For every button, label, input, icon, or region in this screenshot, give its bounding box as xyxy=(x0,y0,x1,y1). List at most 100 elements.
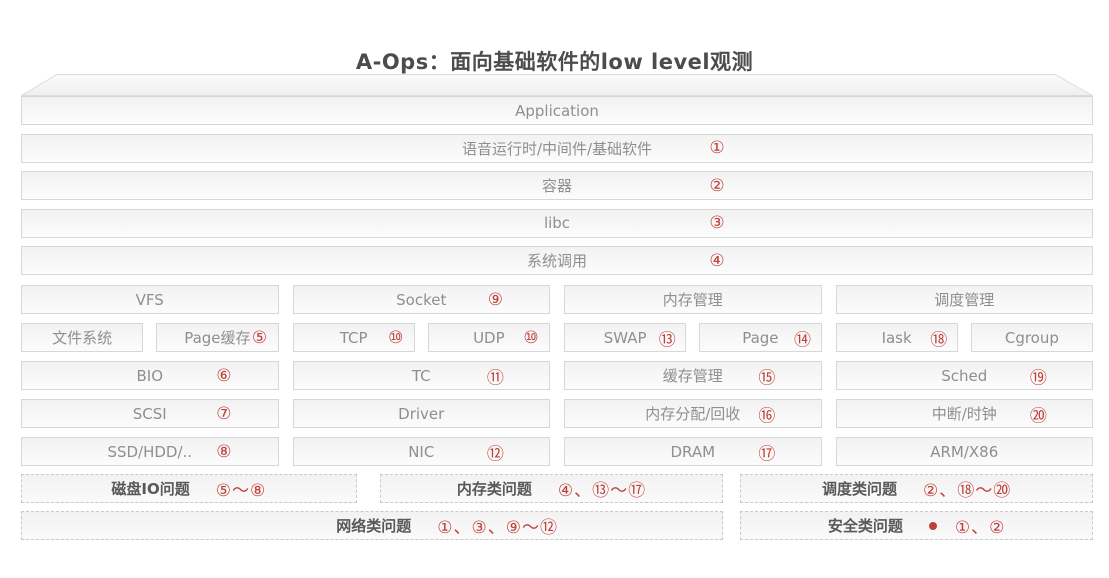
circled-num: ③ xyxy=(709,213,725,233)
cell-cache-mgmt: 缓存管理 ⑮ xyxy=(564,361,822,390)
cell-interrupt-clock: 中断/时钟 ⑳ xyxy=(835,399,1093,428)
cell-cgroup: Cgroup xyxy=(970,323,1093,352)
layer-syscall: 系统调用 ④ xyxy=(21,246,1093,275)
cell-label: ARM/X86 xyxy=(930,442,999,461)
cell-socket: Socket ⑨ xyxy=(292,285,550,314)
circled-num: ⑰ xyxy=(758,444,776,464)
cell-scsi: SCSI ⑦ xyxy=(21,399,279,428)
layer-application: Application xyxy=(21,96,1093,125)
cell-label: SCSI xyxy=(132,404,167,423)
subsystem-grid: VFS Socket ⑨ 内存管理 调度管理 文件系统 Page缓存 ⑤ xyxy=(21,285,1093,466)
problem-disk-io: 磁盘IO问题 ⑤～⑧ xyxy=(21,474,357,503)
cell-label: UDP xyxy=(473,328,505,347)
split-sched: Iask ⑱ Cgroup xyxy=(835,323,1093,352)
problem-nums: ②、⑱～⑳ xyxy=(923,481,1012,501)
layer-container: 容器 ② xyxy=(21,171,1093,200)
red-dot-icon xyxy=(928,521,937,530)
cell-page: Page ⑭ xyxy=(699,323,822,352)
cell-label: Driver xyxy=(398,404,445,423)
cell-label: 缓存管理 xyxy=(662,367,723,385)
cell-label: Iask xyxy=(881,328,912,347)
problem-categories: 磁盘IO问题 ⑤～⑧ 内存类问题 ④、⑬～⑰ 调度类问题 ②、⑱～⑳ 网络类问题… xyxy=(21,474,1093,540)
cell-vfs: VFS xyxy=(21,285,279,314)
cell-udp: UDP ⑩ xyxy=(427,323,550,352)
problem-nums: ①、② xyxy=(954,518,1006,538)
circled-num: ⑫ xyxy=(486,444,504,464)
circled-num: ⑭ xyxy=(793,330,811,350)
cell-label: BIO xyxy=(136,366,164,385)
layer-label: Application xyxy=(515,101,599,120)
cell-label: Page缓存 xyxy=(184,329,251,347)
layer-label: 语音运行时/中间件/基础软件 xyxy=(461,139,653,158)
circled-num: ⑨ xyxy=(487,289,503,310)
cell-label: DRAM xyxy=(670,442,716,461)
problem-network: 网络类问题 ①、③、⑨～⑫ xyxy=(21,511,724,540)
platform-top-face xyxy=(21,74,1093,96)
circled-num: ② xyxy=(709,175,725,196)
split-memory: SWAP ⑬ Page ⑭ xyxy=(564,323,822,352)
cell-label: NIC xyxy=(408,442,435,461)
cell-label: Socket xyxy=(396,290,447,309)
cell-bio: BIO ⑥ xyxy=(21,361,279,390)
cell-driver: Driver xyxy=(292,399,550,428)
cell-sched-mgmt: 调度管理 xyxy=(835,285,1093,314)
circled-num: ⑤ xyxy=(251,327,268,348)
circled-num: ⑮ xyxy=(758,368,776,388)
problem-nums: ④、⑬～⑰ xyxy=(557,481,647,501)
cell-ssd-hdd: SSD/HDD/.. ⑧ xyxy=(21,437,279,466)
circled-num: ⑦ xyxy=(216,403,232,424)
circled-num: ⑪ xyxy=(486,368,504,388)
layer-label: 系统调用 xyxy=(526,252,587,270)
circled-num: ⑧ xyxy=(216,441,232,462)
cell-sched: Sched ⑲ xyxy=(835,361,1093,390)
cell-dram: DRAM ⑰ xyxy=(564,437,822,466)
cell-label: Sched xyxy=(941,366,988,385)
layer-libc: libc ③ xyxy=(21,208,1093,238)
cell-iask: Iask ⑱ xyxy=(835,323,958,352)
cell-filesystem: 文件系统 xyxy=(21,323,144,352)
cell-nic: NIC ⑫ xyxy=(292,437,550,466)
circled-num: ⑩ xyxy=(523,327,539,348)
circled-num: ⑥ xyxy=(216,365,232,386)
cell-mem-alloc: 内存分配/回收 ⑯ xyxy=(564,399,822,428)
cell-label: Cgroup xyxy=(1004,328,1059,347)
problem-sched: 调度类问题 ②、⑱～⑳ xyxy=(740,474,1093,503)
split-network: TCP ⑩ UDP ⑩ xyxy=(292,323,550,352)
cell-arm-x86: ARM/X86 xyxy=(835,437,1093,466)
cell-page-cache: Page缓存 ⑤ xyxy=(156,323,279,352)
problem-memory: 内存类问题 ④、⑬～⑰ xyxy=(379,474,724,503)
cell-memory-mgmt: 内存管理 xyxy=(564,285,822,314)
problem-nums: ⑤～⑧ xyxy=(215,481,267,501)
layer-label: 容器 xyxy=(541,177,572,195)
circled-num: ⑯ xyxy=(758,406,776,426)
split-storage: 文件系统 Page缓存 ⑤ xyxy=(21,323,279,352)
cell-label: TC xyxy=(411,366,431,385)
circled-num: ④ xyxy=(709,250,725,271)
cell-label: 文件系统 xyxy=(52,329,113,347)
problem-label: 安全类问题 xyxy=(827,517,903,535)
problem-label: 调度类问题 xyxy=(822,480,898,498)
problem-label: 磁盘IO问题 xyxy=(111,480,190,498)
problem-security: 安全类问题 ①、② xyxy=(740,511,1093,540)
diagram-title: A-Ops：面向基础软件的low level观测 xyxy=(355,50,754,74)
circled-num: ⑲ xyxy=(1029,368,1047,388)
cell-swap: SWAP ⑬ xyxy=(564,323,687,352)
problem-nums: ①、③、⑨～⑫ xyxy=(437,518,559,538)
layer-runtime-middleware: 语音运行时/中间件/基础软件 ① xyxy=(21,133,1093,163)
cell-tcp: TCP ⑩ xyxy=(292,323,415,352)
cell-label: 内存分配/回收 xyxy=(645,405,741,423)
cell-label: 内存管理 xyxy=(662,291,723,309)
circled-num: ⑱ xyxy=(930,330,948,350)
problem-label: 内存类问题 xyxy=(456,480,532,498)
cell-label: SSD/HDD/.. xyxy=(107,442,193,461)
cell-label: TCP xyxy=(339,328,368,347)
problem-label: 网络类问题 xyxy=(336,517,412,535)
architecture-stack: Application 语音运行时/中间件/基础软件 ① 容器 ② libc ③… xyxy=(21,96,1093,540)
circled-num: ⑳ xyxy=(1029,406,1047,426)
circled-num: ⑩ xyxy=(388,327,404,348)
cell-label: 中断/时钟 xyxy=(931,405,997,423)
cell-label: 调度管理 xyxy=(934,291,995,309)
problem-row-left: 磁盘IO问题 ⑤～⑧ 内存类问题 ④、⑬～⑰ xyxy=(21,474,724,503)
layer-label: libc xyxy=(543,214,571,232)
cell-label: VFS xyxy=(135,290,164,309)
